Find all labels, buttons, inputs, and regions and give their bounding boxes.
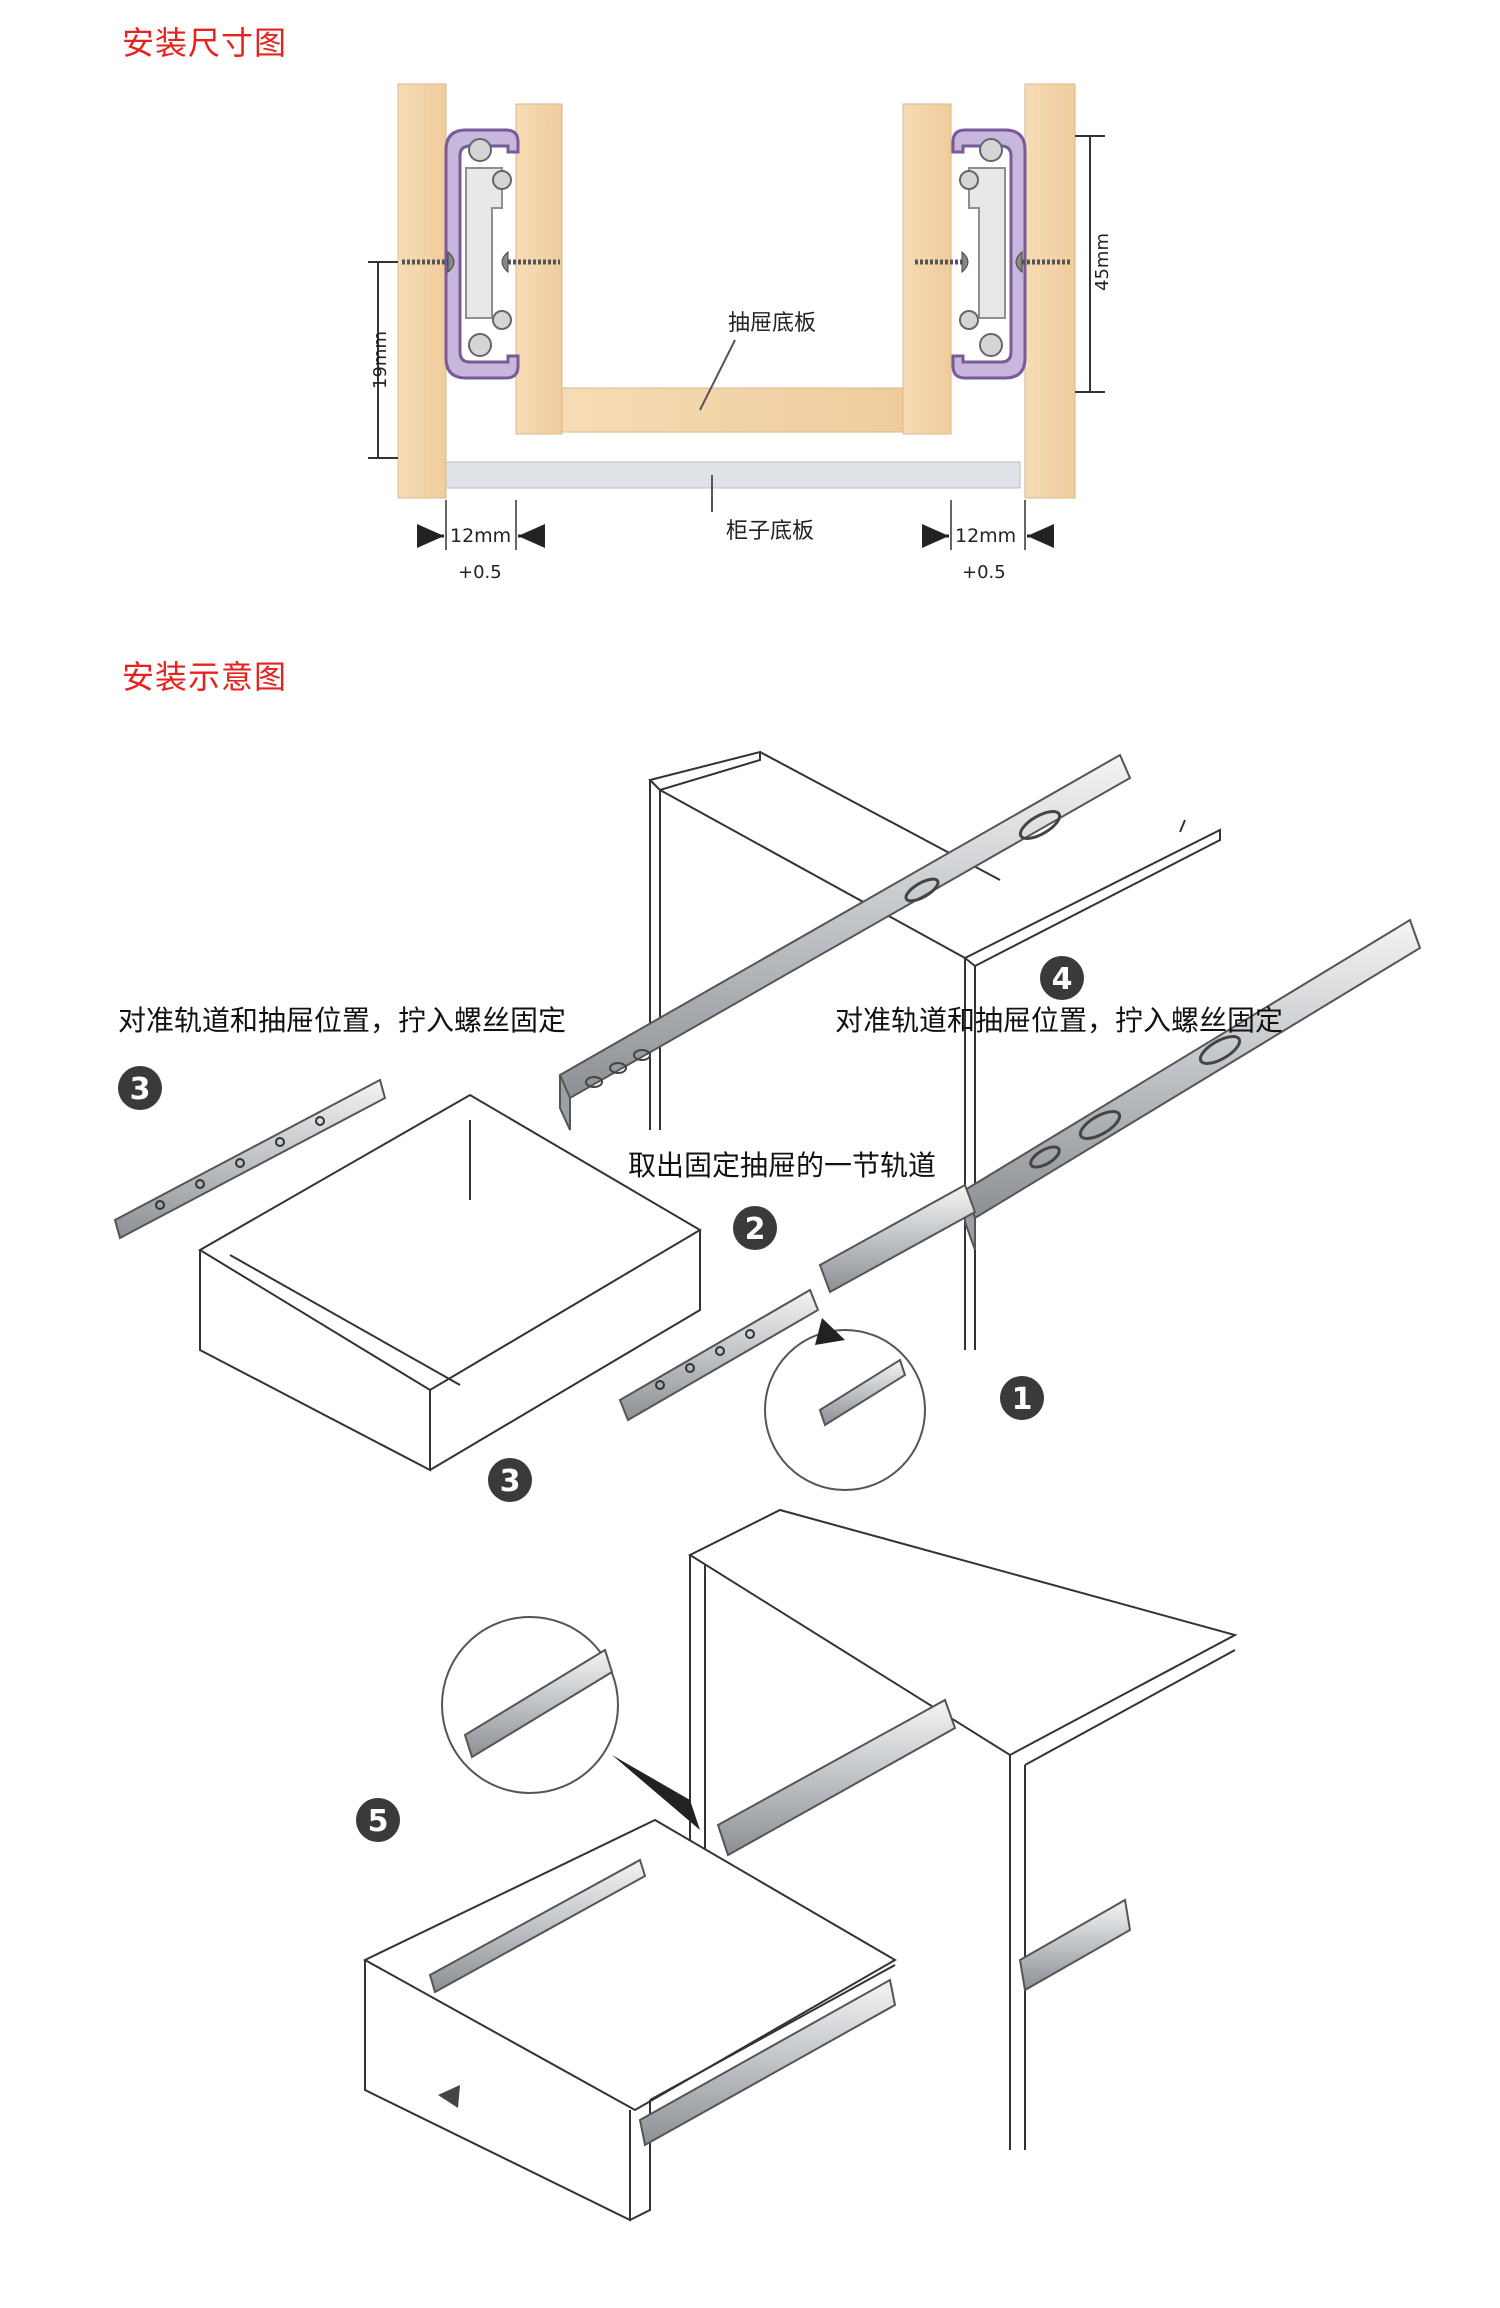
svg-text:2: 2 (745, 1212, 766, 1247)
cabinet-upper (648, 750, 1221, 1350)
step-badge-1: 1 (1000, 1376, 1044, 1420)
drawer-rail-removed (618, 1288, 820, 1422)
drawer-rail-left (113, 1078, 387, 1240)
rail-profile-right (951, 128, 1027, 380)
cabinet-wall-left (397, 83, 447, 499)
dimension-diagram: 19mm 45mm 抽屉底板 柜子底板 12mm +0.5 12mm +0.5 (368, 83, 1113, 583)
cabinet-wall-right (1024, 83, 1076, 499)
drawer-side-right (902, 103, 952, 435)
step-badge-2: 2 (733, 1206, 777, 1250)
instruction-align-right: 对准轨道和抽屉位置，拧入螺丝固定 (835, 1004, 1283, 1037)
dim-label-gap-right: 12mm (955, 525, 1016, 547)
section-title-installation: 安装示意图 (122, 658, 288, 696)
installation-steps (113, 750, 1422, 2222)
screw-right-drawer (915, 250, 969, 274)
screw-right-cabinet (1015, 250, 1070, 274)
svg-text:4: 4 (1052, 962, 1073, 997)
svg-text:3: 3 (500, 1464, 521, 1499)
cabinet-rail-front (818, 918, 1422, 1294)
step-badge-3b: 3 (488, 1458, 532, 1502)
section-title-dimensions: 安装尺寸图 (122, 24, 288, 62)
dim-label-gap-left: 12mm (450, 525, 511, 547)
rail-profile-left (444, 128, 520, 380)
step-badge-5: 5 (356, 1798, 400, 1842)
drawer-bottom-board (561, 387, 904, 433)
step-badge-4: 4 (1040, 956, 1084, 1000)
dim-label-45mm: 45mm (1092, 233, 1113, 291)
svg-text:3: 3 (130, 1072, 151, 1107)
instruction-align-left: 对准轨道和抽屉位置，拧入螺丝固定 (118, 1004, 566, 1037)
drawer-side-left (515, 103, 563, 435)
dim-label-19mm: 19mm (370, 331, 391, 389)
step-badge-3a: 3 (118, 1066, 162, 1110)
drawer-box-lower (362, 1818, 897, 2222)
dim-label-gap-left-tol: +0.5 (458, 562, 502, 583)
label-cabinet-bottom: 柜子底板 (726, 519, 814, 544)
instruction-remove-rail: 取出固定抽屉的一节轨道 (628, 1149, 936, 1182)
label-drawer-bottom: 抽屉底板 (728, 311, 816, 336)
cabinet-bottom-board (439, 461, 1021, 489)
cabinet-lower (687, 1508, 1238, 2150)
screw-left-cabinet (402, 250, 455, 274)
svg-text:5: 5 (368, 1804, 389, 1839)
cabinet-rail-back (558, 753, 1132, 1131)
dim-label-gap-right-tol: +0.5 (962, 562, 1006, 583)
screw-left-drawer (501, 250, 560, 274)
drawer-box-upper (198, 1093, 702, 1472)
svg-text:1: 1 (1012, 1382, 1033, 1417)
